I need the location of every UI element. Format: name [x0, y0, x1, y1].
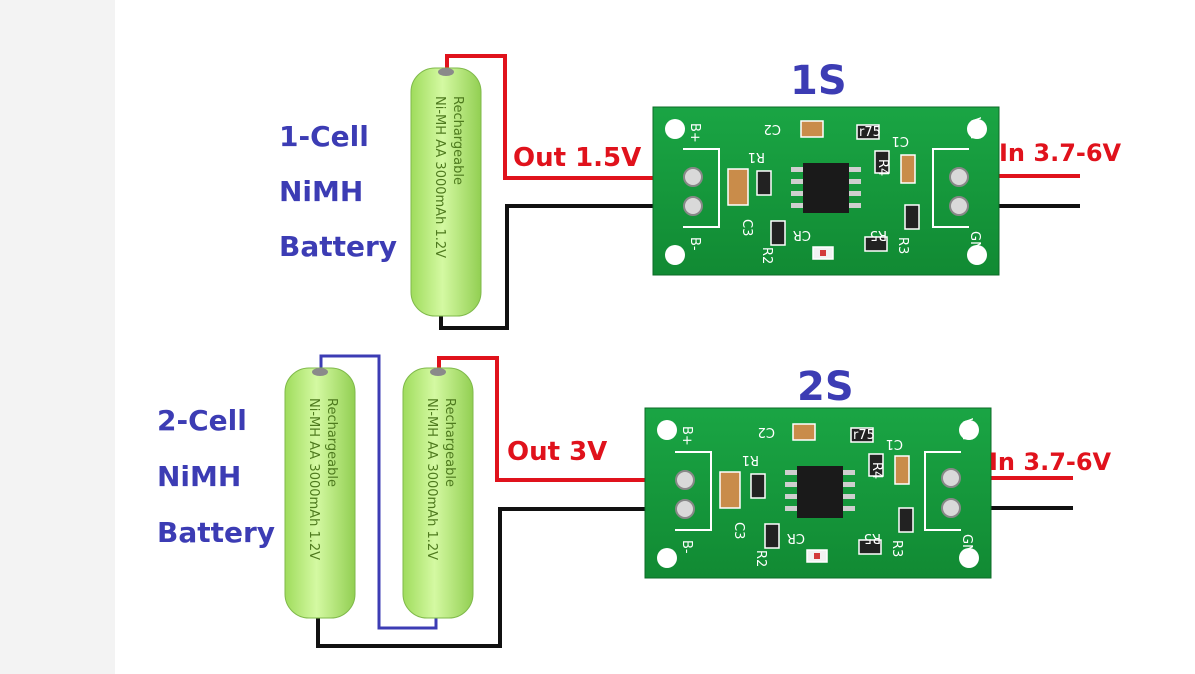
battery-print-line2: Rechargeable — [450, 96, 465, 185]
resistor-r1 — [756, 170, 772, 196]
output-pad-positive — [675, 470, 695, 490]
input-voltage-label: In 3.7-6V — [989, 448, 1112, 476]
silk-b-minus: B- — [679, 540, 694, 554]
battery-terminal — [438, 68, 454, 76]
capacitor-c3 — [719, 471, 741, 509]
mounting-hole — [959, 548, 979, 568]
resistor-r1 — [750, 473, 766, 499]
battery-terminal — [430, 368, 446, 376]
capacitor-c1 — [900, 154, 916, 184]
battery-label-line2: NiMH — [157, 460, 241, 493]
resistor-r3 — [898, 507, 914, 533]
silk-c2: C2 — [764, 121, 781, 136]
silk-r5: R5 — [870, 227, 887, 242]
section-1s: 1-Cell NiMH Battery Ni-MH AA 3000mAh 1.2… — [279, 54, 1122, 330]
ic-chip — [791, 163, 861, 213]
resistor-r5 — [858, 539, 882, 555]
silk-b-minus: B- — [687, 237, 702, 251]
capacitor-c1 — [894, 455, 910, 485]
battery-print-line2: Rechargeable — [324, 398, 339, 487]
silk-c3: C3 — [739, 219, 754, 236]
output-pad-positive — [683, 167, 703, 187]
mounting-hole — [967, 119, 987, 139]
positive-wire — [445, 54, 690, 180]
silk-r3: R3 — [889, 540, 904, 557]
mounting-hole — [657, 420, 677, 440]
diagram-stage: 1-Cell NiMH Battery Ni-MH AA 3000mAh 1.2… — [115, 0, 1195, 674]
silk-cr: CR — [787, 530, 805, 545]
positive-wire — [437, 356, 690, 482]
input-pad-positive — [941, 468, 961, 488]
silk-b-plus: B+ — [687, 123, 702, 143]
silk-cr: CR — [793, 227, 811, 242]
section-2s: 2-Cell NiMH Battery Ni-MH AA 3000mAh 1.2… — [157, 354, 1112, 648]
battery-print-line2: Rechargeable — [442, 398, 457, 487]
pcb-module: B+ B- VIN GND C2 C1 R1 C3 R4 R3 R5 R2 CR… — [652, 106, 1000, 276]
silk-gnd: GND — [967, 231, 982, 261]
battery-print-line1: Ni-MH AA 3000mAh 1.2V — [432, 96, 447, 258]
module-heading: 2S — [797, 364, 854, 410]
battery-terminal — [312, 368, 328, 376]
output-pad-negative — [683, 196, 703, 216]
resistor-r3 — [904, 204, 920, 230]
input-voltage-label: In 3.7-6V — [999, 139, 1122, 167]
battery-cell: Ni-MH AA 3000mAh 1.2V Rechargeable — [402, 367, 474, 619]
output-voltage-label: Out 1.5V — [513, 143, 641, 173]
silk-c1: C1 — [892, 133, 909, 148]
capacitor-c2 — [792, 423, 816, 441]
wiring-diagram: 1-Cell NiMH Battery Ni-MH AA 3000mAh 1.2… — [157, 54, 1122, 648]
resistor-r5 — [864, 236, 888, 252]
silk-r3: R3 — [895, 237, 910, 254]
battery-label-line2: NiMH — [279, 175, 363, 208]
silk-r4: R4 — [875, 159, 890, 176]
negative-wire — [316, 507, 690, 648]
silk-b-plus: B+ — [679, 426, 694, 446]
silk-c2: C2 — [758, 424, 775, 439]
resistor-r75 — [856, 124, 880, 140]
silk-vin: VIN — [959, 418, 974, 440]
series-link-wire — [319, 354, 438, 630]
battery-label-line3: Battery — [279, 230, 397, 263]
pcb-module: B+ B- VIN GND C2 C1 R1 C3 R4 R3 R5 R2 CR… — [644, 407, 992, 579]
mounting-hole — [665, 119, 685, 139]
input-pad-negative — [941, 498, 961, 518]
output-voltage-label: Out 3V — [507, 437, 607, 467]
battery-print-line1: Ni-MH AA 3000mAh 1.2V — [424, 398, 439, 560]
silk-r1: R1 — [742, 452, 759, 467]
resistor-r2 — [764, 523, 780, 549]
mounting-hole — [959, 420, 979, 440]
silk-vin: VIN — [967, 117, 982, 139]
ic-chip — [785, 466, 855, 518]
resistor-r75 — [850, 427, 874, 443]
input-pad-negative — [949, 196, 969, 216]
silk-r1: R1 — [748, 149, 765, 164]
silk-r2: R2 — [759, 247, 774, 264]
silk-gnd: GND — [959, 534, 974, 564]
resistor-r4 — [868, 453, 884, 477]
silk-r4: R4 — [869, 462, 884, 479]
negative-wire — [439, 204, 690, 330]
battery-cell: Ni-MH AA 3000mAh 1.2V Rechargeable — [284, 367, 356, 619]
capacitor-c3 — [727, 168, 749, 206]
battery-label-line1: 2-Cell — [157, 404, 247, 437]
resistor-r4 — [874, 150, 890, 174]
battery-cell: Ni-MH AA 3000mAh 1.2V Rechargeable — [410, 67, 482, 317]
silk-r2: R2 — [753, 550, 768, 567]
output-pad-negative — [675, 499, 695, 519]
mounting-hole — [665, 245, 685, 265]
input-pad-positive — [949, 167, 969, 187]
battery-print-line1: Ni-MH AA 3000mAh 1.2V — [306, 398, 321, 560]
battery-label-line3: Battery — [157, 516, 275, 549]
silk-r75: r75 — [853, 428, 875, 443]
silk-r75: r75 — [859, 125, 881, 140]
mounting-hole — [967, 245, 987, 265]
module-heading: 1S — [790, 58, 847, 104]
capacitor-c2 — [800, 120, 824, 138]
silk-c1: C1 — [886, 436, 903, 451]
resistor-r2 — [770, 220, 786, 246]
silk-c3: C3 — [731, 522, 746, 539]
battery-label-line1: 1-Cell — [279, 120, 369, 153]
mounting-hole — [657, 548, 677, 568]
silk-r5: R5 — [864, 530, 881, 545]
